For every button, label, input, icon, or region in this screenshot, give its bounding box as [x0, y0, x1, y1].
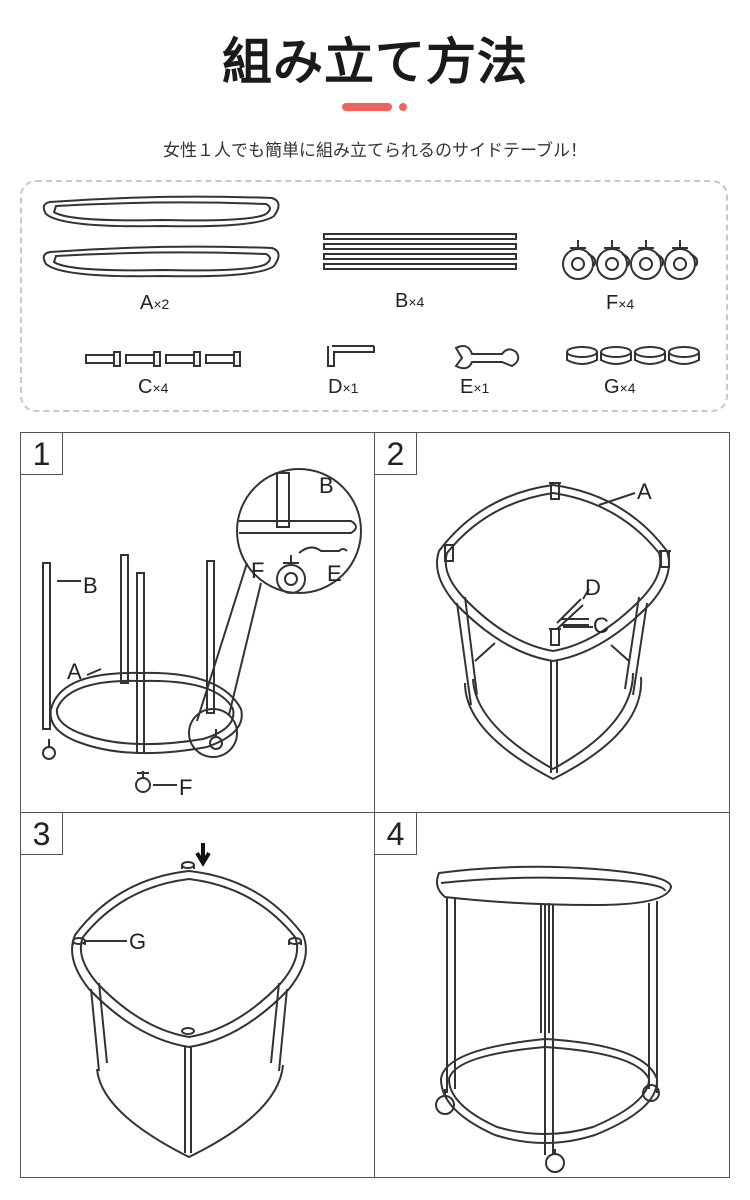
step-1-zoom-label-e: E [327, 561, 342, 586]
part-c-drawing [85, 351, 241, 367]
step-1-label-b: B [83, 573, 98, 598]
step-4-number: 4 [375, 813, 417, 855]
part-d-label: D×1 [328, 376, 359, 398]
part-a-label: A×2 [140, 292, 170, 314]
step-2-panel: A D C 2 [374, 432, 730, 814]
parts-box: A×2 B×4 F×4 C×4 D×1 E×1 G×4 [20, 180, 728, 412]
step-3-illustration: G [71, 843, 307, 1159]
parts-illustration [42, 195, 700, 370]
step-2-illustration: A D C [436, 479, 671, 781]
title-accent-dot [399, 103, 407, 111]
part-f-drawing [562, 240, 699, 280]
part-e-drawing [454, 345, 520, 370]
step-1-zoom-label-f: F [251, 558, 264, 583]
step-1-panel: B A F B F E 1 [20, 432, 376, 814]
step-4-illustration [435, 865, 673, 1173]
step-4-panel: 4 [374, 812, 730, 1178]
down-arrow-icon [195, 843, 211, 867]
step-2-label-d: D [585, 575, 601, 600]
part-f-label: F×4 [606, 292, 635, 314]
step-3-number: 3 [21, 813, 63, 855]
part-g-drawing [566, 346, 700, 365]
part-b-label: B×4 [395, 290, 425, 312]
part-e-label: E×1 [460, 376, 490, 398]
step-2-label-c: C [593, 613, 609, 638]
step-1-label-f: F [179, 775, 192, 800]
title-accent-bar [342, 103, 392, 111]
step-1-illustration: B A F B F E [42, 468, 362, 800]
part-d-drawing [327, 345, 375, 367]
part-b-drawing [323, 233, 517, 270]
step-3-label-g: G [129, 929, 146, 954]
step-2-label-a: A [637, 479, 652, 504]
page-subtitle: 女性１人でも簡単に組み立てられるのサイドテーブル！ [163, 141, 587, 161]
step-2-number: 2 [375, 433, 417, 475]
step-1-zoom-label-b: B [319, 473, 334, 498]
part-a-drawing [42, 195, 280, 278]
step-1-number: 1 [21, 433, 63, 475]
part-c-label: C×4 [138, 376, 169, 398]
page-title: 組み立て方法 [222, 33, 528, 91]
part-g-label: G×4 [604, 376, 636, 398]
step-1-label-a: A [67, 659, 82, 684]
step-3-panel: G 3 [20, 812, 376, 1178]
